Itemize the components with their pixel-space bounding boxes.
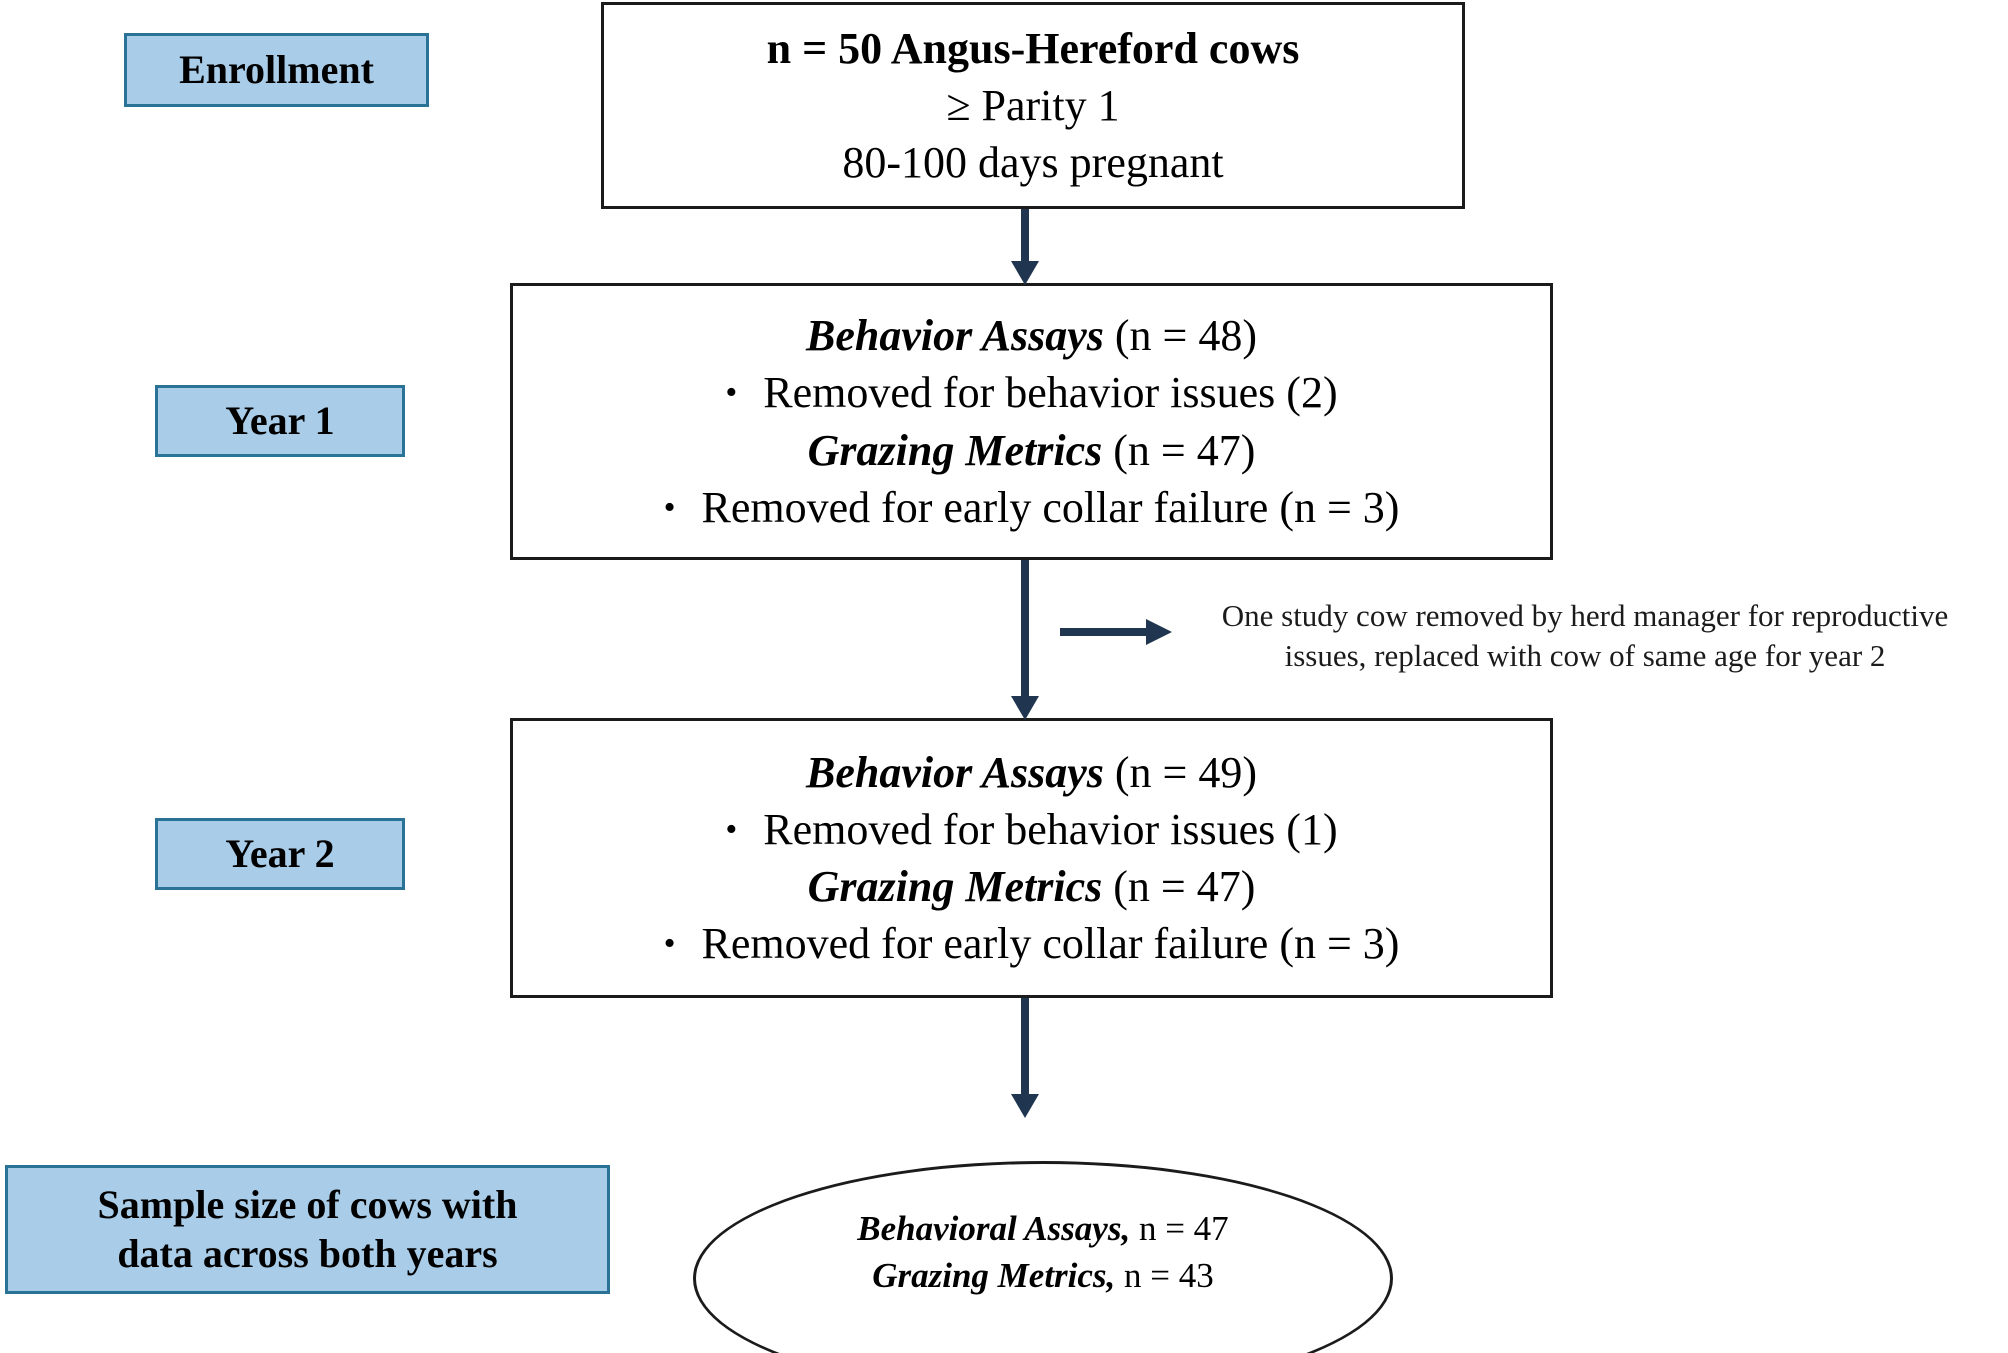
arrow-year2-to-outcome xyxy=(1011,998,1039,1118)
stage-label-enrollment: Enrollment xyxy=(124,33,429,107)
stage-label-year2-text: Year 2 xyxy=(225,830,335,876)
year1-behavior-assays-line: Behavior Assays (n = 48) xyxy=(806,307,1257,364)
year2-behavior-removal-line: • Removed for behavior issues (1) xyxy=(725,801,1337,858)
year2-grazing-metrics-count: (n = 47) xyxy=(1113,862,1256,911)
year1-behavior-removal-line: • Removed for behavior issues (2) xyxy=(725,364,1337,421)
enrollment-line-cohort: n = 50 Angus-Hereford cows xyxy=(766,23,1300,73)
stage-label-sample-line2: data across both years xyxy=(117,1230,498,1276)
stage-label-sample-size: Sample size of cows with data across bot… xyxy=(5,1165,610,1294)
year1-collar-removal-text: Removed for early collar failure (n = 3) xyxy=(701,482,1400,532)
bullet-icon: • xyxy=(725,374,738,412)
year2-collar-removal-line: • Removed for early collar failure (n = 3… xyxy=(664,915,1400,972)
side-annotation-line1: One study cow removed by herd manager fo… xyxy=(1221,598,1949,633)
year2-behavior-assays-count: (n = 49) xyxy=(1114,747,1257,797)
year1-grazing-metrics-line: Grazing Metrics (n = 47) xyxy=(808,422,1256,479)
enrollment-line-parity: ≥ Parity 1 xyxy=(946,80,1120,130)
year2-behavior-assays-label: Behavior Assays xyxy=(806,747,1104,797)
year2-behavior-assays-line: Behavior Assays (n = 49) xyxy=(806,744,1257,801)
arrow-side-annotation xyxy=(1060,619,1172,645)
process-box-enrollment: n = 50 Angus-Hereford cows ≥ Parity 1 80… xyxy=(601,2,1465,209)
year2-grazing-metrics-label: Grazing Metrics xyxy=(807,862,1103,911)
outcome-behavioral-assays-value: n = 47 xyxy=(1138,1209,1229,1248)
stage-label-year1: Year 1 xyxy=(155,385,405,457)
side-annotation-line2: issues, replaced with cow of same age fo… xyxy=(1284,637,1886,673)
outcome-grazing-metrics-line: Grazing Metrics, n = 43 xyxy=(872,1253,1214,1300)
year1-collar-removal-line: • Removed for early collar failure (n = 3… xyxy=(664,479,1400,536)
stage-label-enrollment-text: Enrollment xyxy=(179,46,374,92)
year1-behavior-assays-label: Behavior Assays xyxy=(806,311,1104,361)
process-box-year2: Behavior Assays (n = 49) • Removed for be… xyxy=(510,718,1553,998)
year1-grazing-metrics-label: Grazing Metrics xyxy=(807,425,1103,475)
bullet-icon: • xyxy=(663,488,676,526)
stage-label-year2: Year 2 xyxy=(155,818,405,890)
outcome-behavioral-assays-line: Behavioral Assays, n = 47 xyxy=(857,1206,1228,1253)
outcome-grazing-metrics-value: n = 43 xyxy=(1124,1255,1214,1295)
year2-collar-removal-text: Removed for early collar failure (n = 3) xyxy=(701,919,1400,969)
year1-grazing-metrics-count: (n = 47) xyxy=(1113,425,1256,475)
year2-behavior-removal-text: Removed for behavior issues (1) xyxy=(763,804,1338,854)
year2-grazing-metrics-line: Grazing Metrics (n = 47) xyxy=(808,858,1256,915)
arrow-year1-to-year2 xyxy=(1011,560,1039,720)
stage-label-sample-line1: Sample size of cows with xyxy=(97,1181,518,1227)
side-annotation: One study cow removed by herd manager fo… xyxy=(1155,596,2008,675)
arrow-enrollment-to-year1 xyxy=(1011,209,1039,285)
stage-label-year1-text: Year 1 xyxy=(225,397,335,443)
outcome-ellipse: Behavioral Assays, n = 47 Grazing Metric… xyxy=(693,1161,1393,1353)
year1-behavior-removal-text: Removed for behavior issues (2) xyxy=(763,368,1338,418)
outcome-grazing-metrics-label: Grazing Metrics, xyxy=(872,1255,1116,1295)
outcome-behavioral-assays-label: Behavioral Assays, xyxy=(857,1209,1131,1248)
enrollment-line-pregnancy: 80-100 days pregnant xyxy=(842,138,1224,188)
bullet-icon: • xyxy=(725,810,738,848)
bullet-icon: • xyxy=(663,925,676,963)
process-box-year1: Behavior Assays (n = 48) • Removed for be… xyxy=(510,283,1553,560)
year1-behavior-assays-count: (n = 48) xyxy=(1114,311,1257,361)
